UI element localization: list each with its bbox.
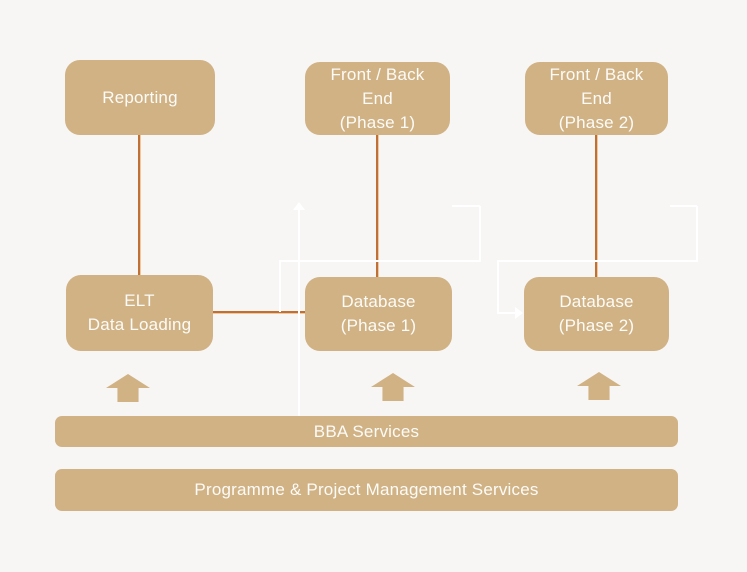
- bar-label: BBA Services: [313, 421, 420, 441]
- white-connector-horizontal: [452, 205, 480, 207]
- up-arrow-icon: [577, 372, 621, 400]
- front-back-end-phase-1-box: Front / Back End (Phase 1): [305, 62, 450, 135]
- box-label-line: Reporting: [102, 87, 178, 107]
- box-label-line: Database: [341, 292, 416, 311]
- up-arrow-icon: [106, 374, 150, 402]
- box-label-line: Front / Back: [330, 64, 425, 84]
- orange-connector-frontback2-database2: [594, 135, 598, 277]
- database-phase-1-box: Database (Phase 1): [305, 277, 452, 351]
- programme-project-management-services-bar: Programme & Project Management Services: [55, 469, 678, 511]
- box-label-line: End: [362, 88, 393, 108]
- database-phase-2-box: Database (Phase 2): [524, 277, 669, 351]
- white-connector-vertical: [297, 209, 300, 416]
- white-connector-vertical: [696, 206, 698, 262]
- right-arrowhead-icon: [515, 307, 523, 319]
- box-label-line: (Phase 1): [339, 112, 416, 132]
- orange-connector-elt-database1: [213, 311, 305, 314]
- box-label-line: Front / Back: [549, 64, 644, 84]
- box-label-line: Database: [559, 292, 634, 311]
- orange-connector-frontback1-database1: [376, 135, 379, 277]
- box-label-line: ELT: [124, 291, 155, 310]
- box-label-line: (Phase 1): [340, 316, 417, 335]
- bba-services-bar: BBA Services: [55, 416, 678, 447]
- up-arrow-icon: [371, 373, 415, 401]
- white-connector-horizontal: [497, 312, 516, 314]
- box-label-line: (Phase 2): [558, 112, 635, 132]
- white-connector-vertical: [496, 261, 499, 314]
- box-label-line: End: [581, 88, 612, 108]
- white-connector-horizontal: [497, 260, 698, 262]
- bar-label: Programme & Project Management Services: [194, 480, 539, 499]
- up-arrowhead-icon: [292, 202, 305, 210]
- box-label-line: Data Loading: [87, 315, 192, 334]
- white-connector-vertical: [278, 261, 281, 312]
- white-connector-horizontal: [670, 205, 697, 207]
- box-label-line: (Phase 2): [558, 316, 635, 335]
- reporting-box: Reporting: [65, 60, 215, 135]
- white-connector-horizontal: [279, 260, 481, 262]
- front-back-end-phase-2-box: Front / Back End (Phase 2): [525, 62, 668, 135]
- orange-connector-reporting-elt: [137, 135, 141, 275]
- elt-data-loading-box: ELT Data Loading: [66, 275, 213, 351]
- white-connector-vertical: [479, 206, 481, 262]
